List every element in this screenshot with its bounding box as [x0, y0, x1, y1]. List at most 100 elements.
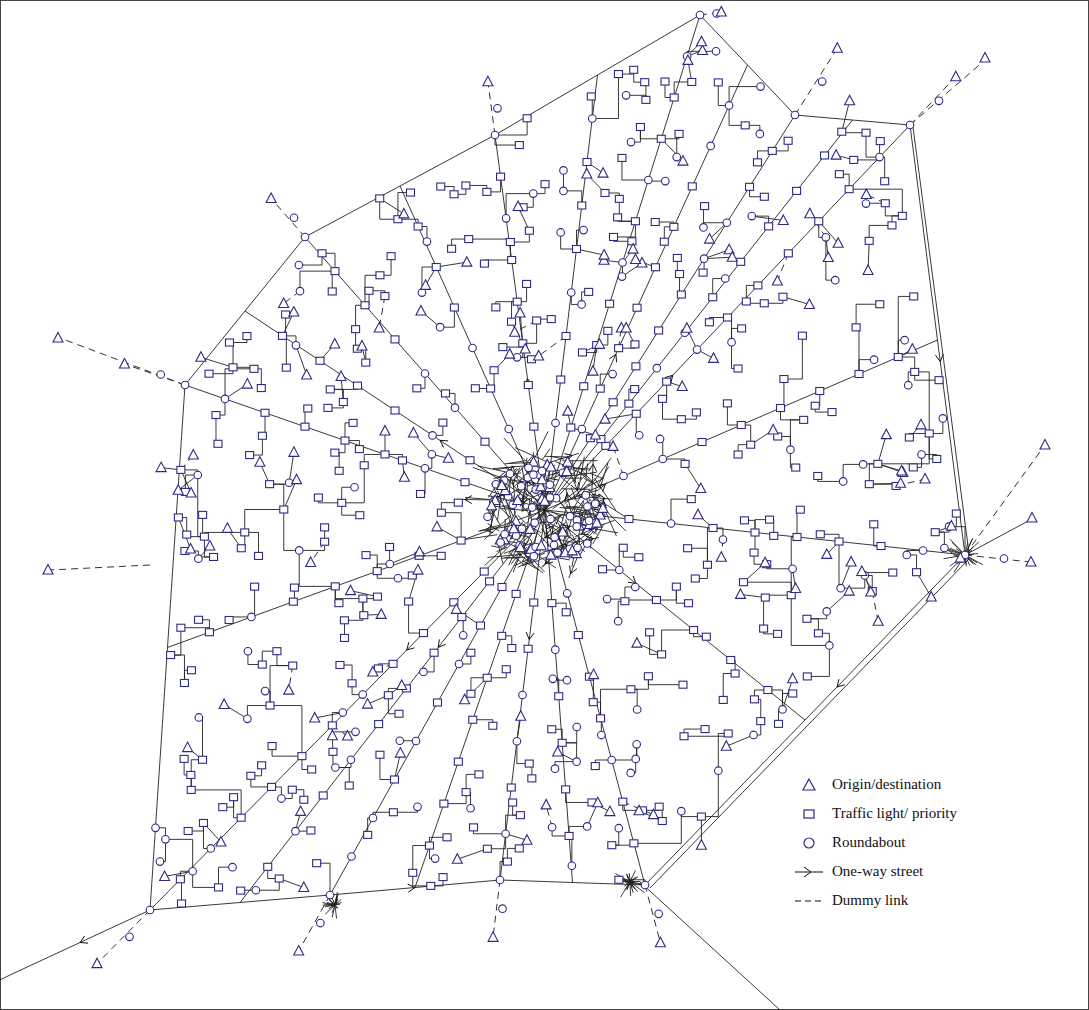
- signal-node: [304, 405, 312, 412]
- zone-node: [562, 466, 572, 476]
- signal-node: [462, 182, 470, 189]
- signal-node: [567, 424, 575, 431]
- signal-node: [675, 130, 683, 137]
- road-link: [634, 843, 681, 844]
- signal-node: [821, 152, 829, 159]
- signal-node: [348, 680, 356, 687]
- road-link: [574, 462, 581, 482]
- signal-node: [362, 552, 370, 559]
- signal-node: [177, 466, 185, 473]
- signal-node: [614, 71, 622, 78]
- signal-node: [862, 129, 870, 136]
- roundabout-node: [700, 255, 708, 263]
- roundabout-node: [588, 115, 596, 123]
- roundabout-node: [631, 583, 639, 591]
- signal-node: [237, 545, 245, 552]
- signal-node: [416, 490, 424, 497]
- signal-node: [508, 645, 516, 652]
- signal-node: [734, 451, 742, 458]
- road-link: [329, 905, 335, 909]
- signal-node: [753, 159, 761, 166]
- road-link: [271, 198, 305, 237]
- signal-node: [877, 543, 885, 550]
- road-link: [412, 846, 413, 873]
- signal-node: [757, 718, 765, 725]
- roundabout-node: [394, 574, 402, 582]
- signal-node: [874, 460, 882, 467]
- signal-node: [338, 499, 346, 506]
- signal-node: [850, 156, 858, 163]
- roundabout-node: [563, 590, 571, 598]
- roundabout-node: [494, 105, 502, 113]
- signal-node: [497, 173, 505, 180]
- signal-node: [273, 648, 281, 655]
- signal-node: [341, 634, 349, 641]
- road-link: [586, 464, 588, 479]
- signal-node: [562, 333, 570, 340]
- signal-node: [738, 325, 746, 332]
- roundabout-node: [1000, 555, 1008, 563]
- signal-node: [585, 288, 593, 295]
- signal-node: [770, 532, 778, 539]
- signal-node: [319, 792, 327, 799]
- signal-node: [641, 79, 649, 86]
- signal-node: [697, 813, 705, 820]
- roundabout-node: [641, 881, 649, 889]
- roundabout-node: [677, 807, 685, 815]
- road-link: [192, 839, 193, 871]
- roundabout-node: [619, 259, 627, 267]
- signal-node: [760, 193, 768, 200]
- signal-node: [503, 858, 511, 865]
- roundabout-node: [673, 153, 681, 161]
- signal-node: [502, 666, 510, 673]
- signal-node: [439, 874, 447, 881]
- roundabout-node: [418, 289, 426, 297]
- roundabout-node: [653, 364, 661, 372]
- layer: [43, 7, 1050, 968]
- road-link: [600, 689, 601, 718]
- signal-node: [384, 692, 392, 699]
- roundabout-node: [615, 566, 623, 574]
- road-link: [495, 135, 527, 136]
- signal-node: [199, 511, 207, 518]
- signal-node: [768, 147, 776, 154]
- roundabout-node: [633, 706, 641, 714]
- signal-node: [219, 804, 227, 811]
- layer: [0, 15, 1030, 1010]
- road-link: [929, 372, 930, 434]
- signal-node: [816, 531, 824, 538]
- signal-node: [513, 298, 521, 305]
- signal-node: [746, 183, 754, 190]
- signal-node: [838, 128, 846, 135]
- road-link: [910, 60, 985, 125]
- signal-node: [414, 223, 422, 230]
- signal-node: [578, 202, 586, 209]
- road-link: [150, 510, 545, 910]
- signal-node: [913, 569, 921, 576]
- signal-node: [530, 599, 538, 606]
- roundabout-node: [252, 886, 260, 894]
- road-link: [580, 475, 586, 481]
- signal-node: [200, 533, 208, 540]
- roundabout-node: [627, 769, 635, 777]
- road-link: [270, 666, 271, 706]
- roundabout-node: [518, 525, 526, 533]
- signal-node: [515, 845, 523, 852]
- road-link: [408, 601, 409, 633]
- roundabout-node: [573, 723, 581, 731]
- signal-node: [621, 598, 629, 605]
- road-link: [566, 478, 582, 479]
- road-link: [625, 600, 657, 601]
- signal-node: [740, 517, 748, 524]
- signal-node: [413, 385, 421, 392]
- roundabout-node: [317, 919, 325, 927]
- roundabout-node: [513, 737, 521, 745]
- signal-node: [469, 716, 477, 723]
- road-link: [545, 340, 938, 510]
- road-link: [168, 510, 546, 648]
- signal-node: [800, 416, 808, 423]
- road-link: [300, 271, 335, 272]
- signal-node: [362, 359, 370, 366]
- roundabout-node: [935, 97, 943, 105]
- roundabout-node: [750, 731, 758, 739]
